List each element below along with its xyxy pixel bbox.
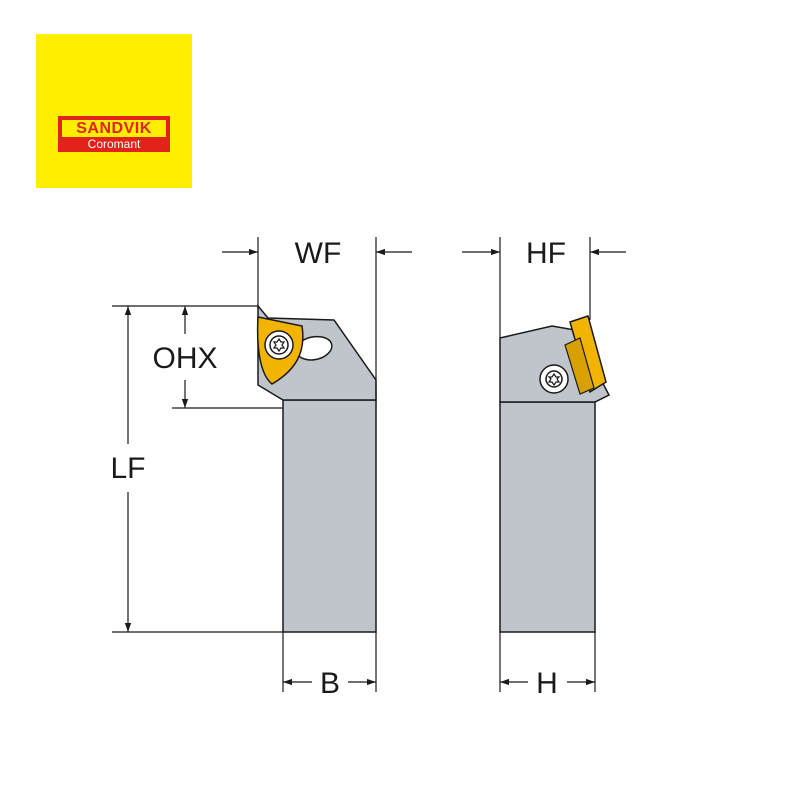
lf-label: LF <box>110 452 145 485</box>
logo-badge: SANDVIK Coromant <box>58 116 170 152</box>
front-shank <box>282 399 377 633</box>
side-view <box>499 315 611 633</box>
h-label: H <box>536 667 558 700</box>
front-insert-screw <box>269 335 289 355</box>
front-view <box>256 303 377 633</box>
side-shank <box>499 401 596 633</box>
side-screw <box>545 370 563 388</box>
side-insert-inner <box>564 337 595 395</box>
ohx-label: OHX <box>152 342 217 375</box>
sandvik-coromant-logo: SANDVIK Coromant <box>36 34 192 188</box>
logo-brand-sub: Coromant <box>87 137 141 151</box>
wf-label: WF <box>295 237 342 270</box>
hf-label: HF <box>526 237 566 270</box>
torx-icon <box>272 337 286 353</box>
side-torx-icon <box>547 372 561 387</box>
b-label: B <box>320 667 340 700</box>
dimension-lines <box>112 237 626 692</box>
logo-brand-name: SANDVIK <box>62 120 166 137</box>
front-clamp-slot <box>295 335 333 361</box>
